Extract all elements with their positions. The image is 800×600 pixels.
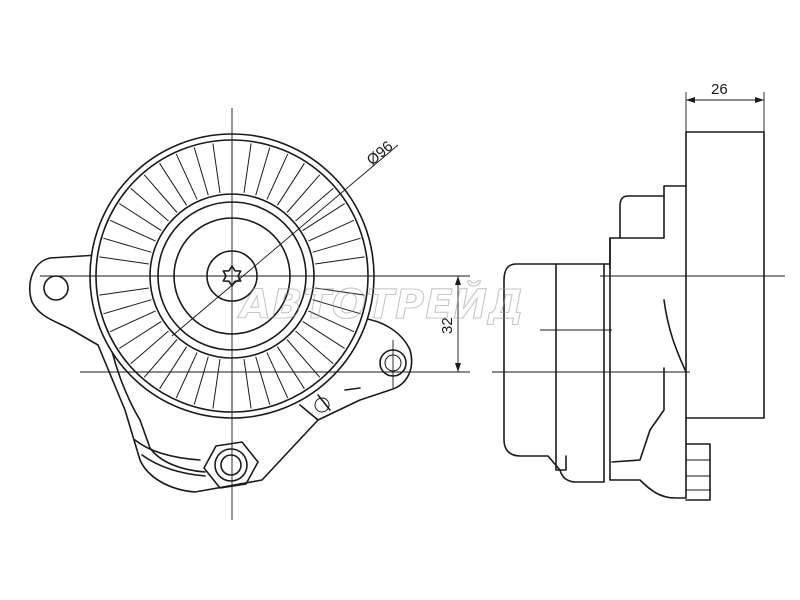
pulley-rib: [266, 153, 289, 200]
pulley-rib: [143, 174, 178, 213]
hex-bolt: [203, 441, 259, 489]
right-body-rib: [299, 387, 361, 421]
pulley-rib: [109, 310, 156, 333]
side-cylinder: [503, 263, 605, 483]
pulley-rib: [212, 143, 221, 193]
pulley-rib: [143, 339, 178, 378]
lower-body-contour: [107, 329, 206, 473]
width-label: 26: [711, 81, 728, 98]
side-bolt: [685, 443, 711, 501]
pulley-ribs: [98, 142, 366, 410]
pulley-rib: [243, 359, 252, 409]
pulley-rib: [255, 356, 271, 405]
offset-arrow-top: [455, 276, 461, 285]
bolt-washer: [214, 448, 248, 482]
side-upper-bracket: [609, 185, 687, 269]
pulley-rib: [130, 330, 169, 365]
pulley-rib: [193, 147, 209, 196]
pulley-rib: [159, 346, 188, 389]
pulley-rib: [159, 163, 188, 206]
diameter-leader: [171, 144, 399, 337]
pulley-rib: [255, 147, 271, 196]
diameter-label: Ø96: [364, 138, 397, 169]
pulley-rib: [295, 187, 334, 222]
pulley-rib: [99, 287, 149, 296]
pulley-rib: [119, 320, 162, 349]
bolt-head: [220, 454, 242, 476]
pulley-rib: [119, 203, 162, 232]
pulley-rib: [130, 187, 169, 222]
pulley-rib: [109, 219, 156, 242]
pulley-rib: [212, 359, 221, 409]
pulley-rib: [286, 339, 321, 378]
pulley-rib: [175, 153, 198, 200]
pulley-rib: [308, 310, 355, 333]
pulley-rib: [302, 203, 345, 232]
mounting-bracket: [28, 254, 413, 493]
pulley-rib: [312, 299, 361, 315]
pulley-rib: [99, 256, 149, 265]
pulley-rib: [315, 256, 365, 265]
side-inner-step: [619, 195, 665, 239]
pulley-rib: [315, 287, 365, 296]
pulley-rib: [312, 237, 361, 253]
front-view: Ø96 32: [28, 108, 470, 520]
offset-arrow-bottom: [455, 363, 461, 372]
pulley-rib: [276, 163, 305, 206]
side-view: 26: [492, 81, 785, 501]
pulley-rib: [103, 237, 152, 253]
pulley-rib: [175, 352, 198, 399]
width-arrow-left: [686, 97, 695, 103]
pulley-rib: [302, 320, 345, 349]
offset-label: 32: [439, 317, 456, 334]
small-boss: [314, 397, 330, 413]
pulley-rib: [286, 174, 321, 213]
pulley-rib: [193, 356, 209, 405]
side-body: [609, 237, 687, 499]
pulley-rib: [266, 352, 289, 399]
pulley-rib: [295, 330, 334, 365]
lower-body-rib: [134, 439, 206, 477]
pulley-rib: [243, 143, 252, 193]
watermark-logo: АВТОТРЕЙД: [237, 280, 525, 328]
pulley-rib: [308, 219, 355, 242]
side-pulley: [685, 131, 765, 419]
width-arrow-right: [755, 97, 764, 103]
left-mount-hole: [43, 275, 69, 301]
side-cylinder-foot: [555, 455, 567, 471]
side-body-inner: [611, 299, 687, 463]
pulley-rib: [276, 346, 305, 389]
pulley-rib: [103, 299, 152, 315]
